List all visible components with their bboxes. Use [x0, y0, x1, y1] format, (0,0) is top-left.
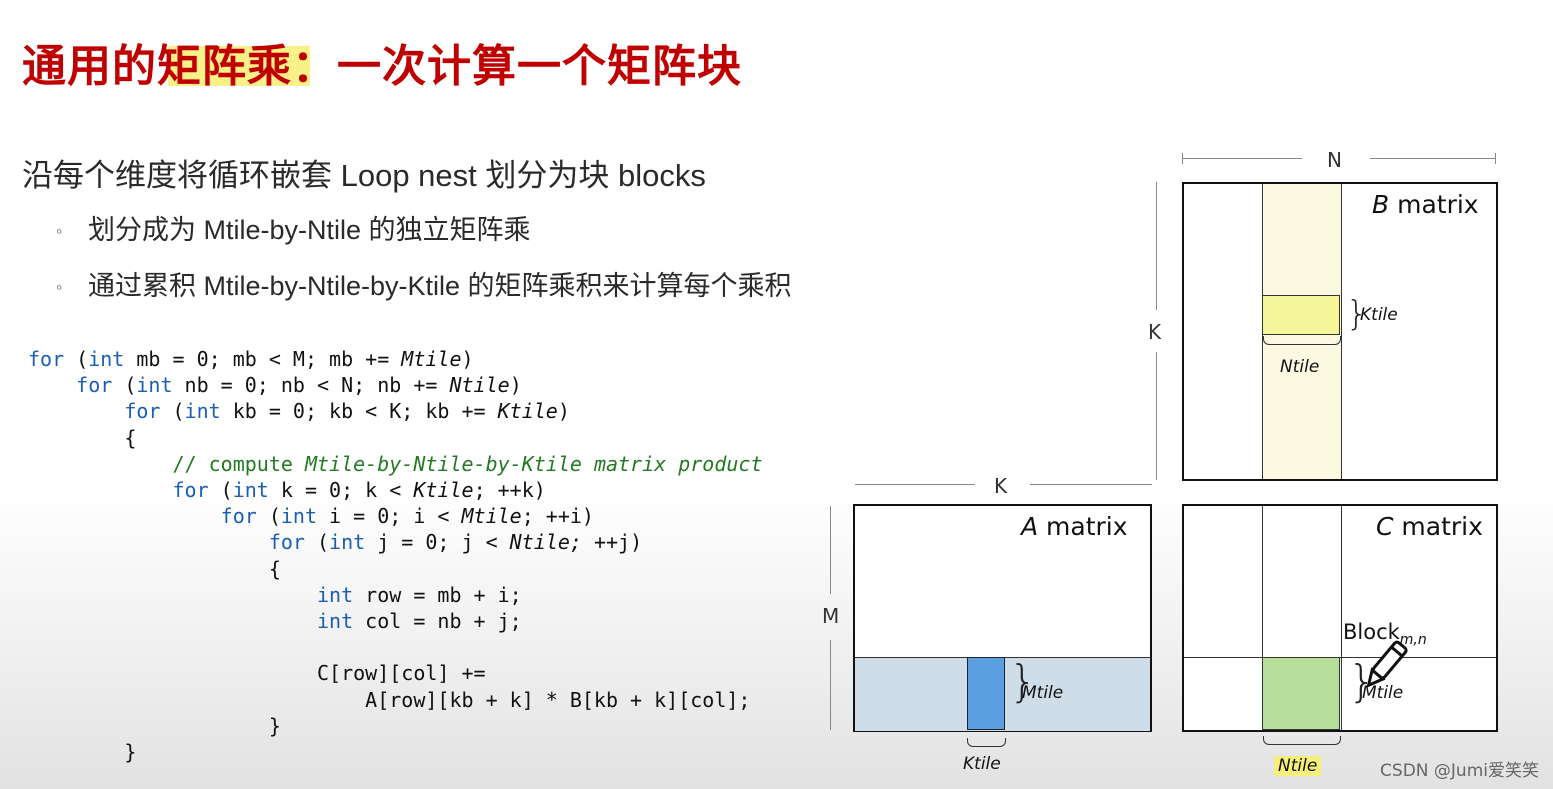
- a-tile: [967, 657, 1005, 730]
- code-line-6: for (int k = 0; k < Ktile; ++k): [172, 478, 546, 503]
- code-line-14: }: [268, 713, 281, 738]
- ktile-label-b: Ktile: [1360, 305, 1398, 325]
- mtile-label-c: Mtile: [1362, 683, 1404, 703]
- code-line-15: }: [124, 740, 137, 765]
- ktile-brace-a: [967, 738, 1006, 747]
- c-tile: [1262, 657, 1340, 730]
- k-dimension-label-b: K: [1148, 320, 1162, 344]
- code-line-8: for (int j = 0; j < Ntile; ++j): [268, 530, 643, 555]
- n-dimension-line-right: [1370, 158, 1496, 159]
- code-line-7: for (int i = 0; i < Mtile; ++i): [220, 504, 594, 529]
- m-dimension-line-bottom: [830, 640, 831, 730]
- code-line-5: // compute Mtile-by-Ntile-by-Ktile matri…: [172, 451, 763, 476]
- k-dimension-line-top: [1156, 182, 1157, 310]
- section-heading: 沿每个维度将循环嵌套 Loop nest 划分为块 blocks: [22, 158, 706, 193]
- m-dimension-line-top: [830, 506, 831, 594]
- n-dimension-label: N: [1327, 148, 1342, 172]
- code-line-4: {: [124, 425, 137, 450]
- a-matrix: A matrix: [853, 504, 1152, 732]
- code-line-1: for (int mb = 0; mb < M; mb += Mtile): [28, 347, 474, 371]
- ktile-label-a: Ktile: [963, 754, 1001, 774]
- code-line-9: {: [268, 556, 281, 581]
- code-block: for (int mb = 0; mb < M; mb += Mtile) fo…: [28, 346, 763, 765]
- ntile-label-b: Ntile: [1280, 357, 1320, 377]
- bullet-marker: ◦: [56, 221, 63, 242]
- ktile-brace-b: }: [1346, 294, 1368, 334]
- code-line-2: for (int nb = 0; nb < N; nb += Ntile): [76, 373, 522, 398]
- mtile-label-a: Mtile: [1022, 683, 1064, 703]
- watermark: CSDN @Jumi爱笑笑: [1380, 761, 1539, 781]
- bullet-marker: ◦: [56, 277, 63, 298]
- k-dimension-label-a: K: [994, 474, 1008, 498]
- code-line-13: A[row][kb + k] * B[kb + k][col];: [365, 687, 751, 712]
- pen-icon: [1366, 640, 1408, 688]
- bullet-item-2: ◦ 通过累积 Mtile-by-Ntile-by-Ktile 的矩阵乘积来计算每个…: [56, 264, 792, 303]
- code-line-3: for (int kb = 0; kb < K; kb += Ktile): [124, 399, 570, 424]
- b-matrix-label: B matrix: [1372, 190, 1479, 219]
- c-matrix-label: C matrix: [1376, 512, 1483, 541]
- mtile-brace-a: }: [1009, 656, 1037, 707]
- ntile-brace-b: [1263, 336, 1341, 345]
- page-title: 通用的矩阵乘：一次计算一个矩阵块: [22, 41, 742, 92]
- c-matrix: C matrix: [1182, 504, 1498, 732]
- a-matrix-label: A matrix: [1021, 512, 1128, 541]
- code-line-10: int row = mb + i;: [316, 582, 522, 607]
- bullet-text-1: 划分成为 Mtile-by-Ntile 的独立矩阵乘: [88, 215, 531, 245]
- k-dimension-line-a-left: [855, 484, 975, 485]
- title-highlight: [168, 46, 310, 86]
- b-matrix: B matrix: [1182, 182, 1498, 481]
- bullet-text-2: 通过累积 Mtile-by-Ntile-by-Ktile 的矩阵乘积来计算每个乘…: [88, 271, 792, 301]
- n-dimension-tick-right: [1495, 153, 1496, 164]
- c-column-lines: [1262, 506, 1342, 730]
- block-label: Blockm,n: [1343, 620, 1427, 649]
- b-tile: [1262, 295, 1340, 335]
- k-dimension-line-a-right: [1030, 484, 1152, 485]
- m-dimension-label: M: [822, 604, 840, 628]
- ntile-label-c: Ntile: [1274, 756, 1322, 776]
- n-dimension-tick-left: [1182, 153, 1183, 164]
- ntile-brace-c: [1263, 736, 1341, 745]
- bullet-item-1: ◦ 划分成为 Mtile-by-Ntile 的独立矩阵乘: [56, 208, 531, 247]
- code-line-12: C[row][col] +=: [316, 661, 486, 686]
- n-dimension-line-left: [1182, 158, 1302, 159]
- c-row-line: [1184, 657, 1496, 658]
- k-dimension-line-bottom: [1156, 352, 1157, 480]
- code-line-11: int col = nb + j;: [316, 609, 522, 634]
